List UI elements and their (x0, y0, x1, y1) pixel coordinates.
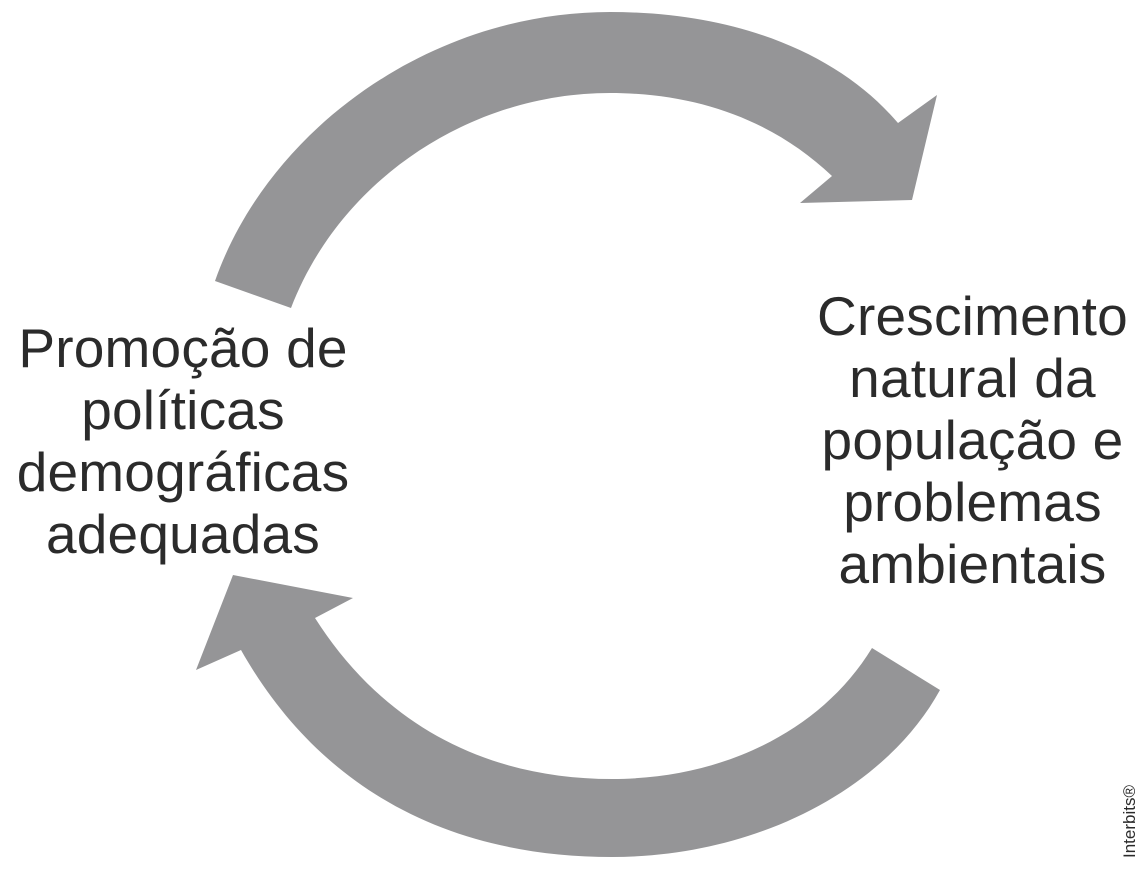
node-left-line-4: adequadas (45, 503, 320, 565)
node-right-line-1: Crescimento (817, 285, 1128, 347)
node-left-label: Promoção de políticas demográficas adequ… (0, 317, 366, 565)
node-right-line-2: natural da (849, 347, 1096, 409)
node-left-line-1: Promoção de (18, 317, 348, 379)
arrow-right-to-left (196, 575, 940, 857)
node-right-line-5: ambientais (838, 533, 1107, 595)
credit-text: Interbits® (1120, 785, 1139, 858)
node-right-line-4: problemas (843, 471, 1102, 533)
arrow-left-to-right (215, 12, 937, 308)
node-right-label: Crescimento natural da população e probl… (800, 285, 1143, 595)
node-left-line-3: demográficas (16, 441, 350, 503)
node-right-line-3: população e (821, 409, 1124, 471)
node-left-line-2: políticas (81, 379, 285, 441)
